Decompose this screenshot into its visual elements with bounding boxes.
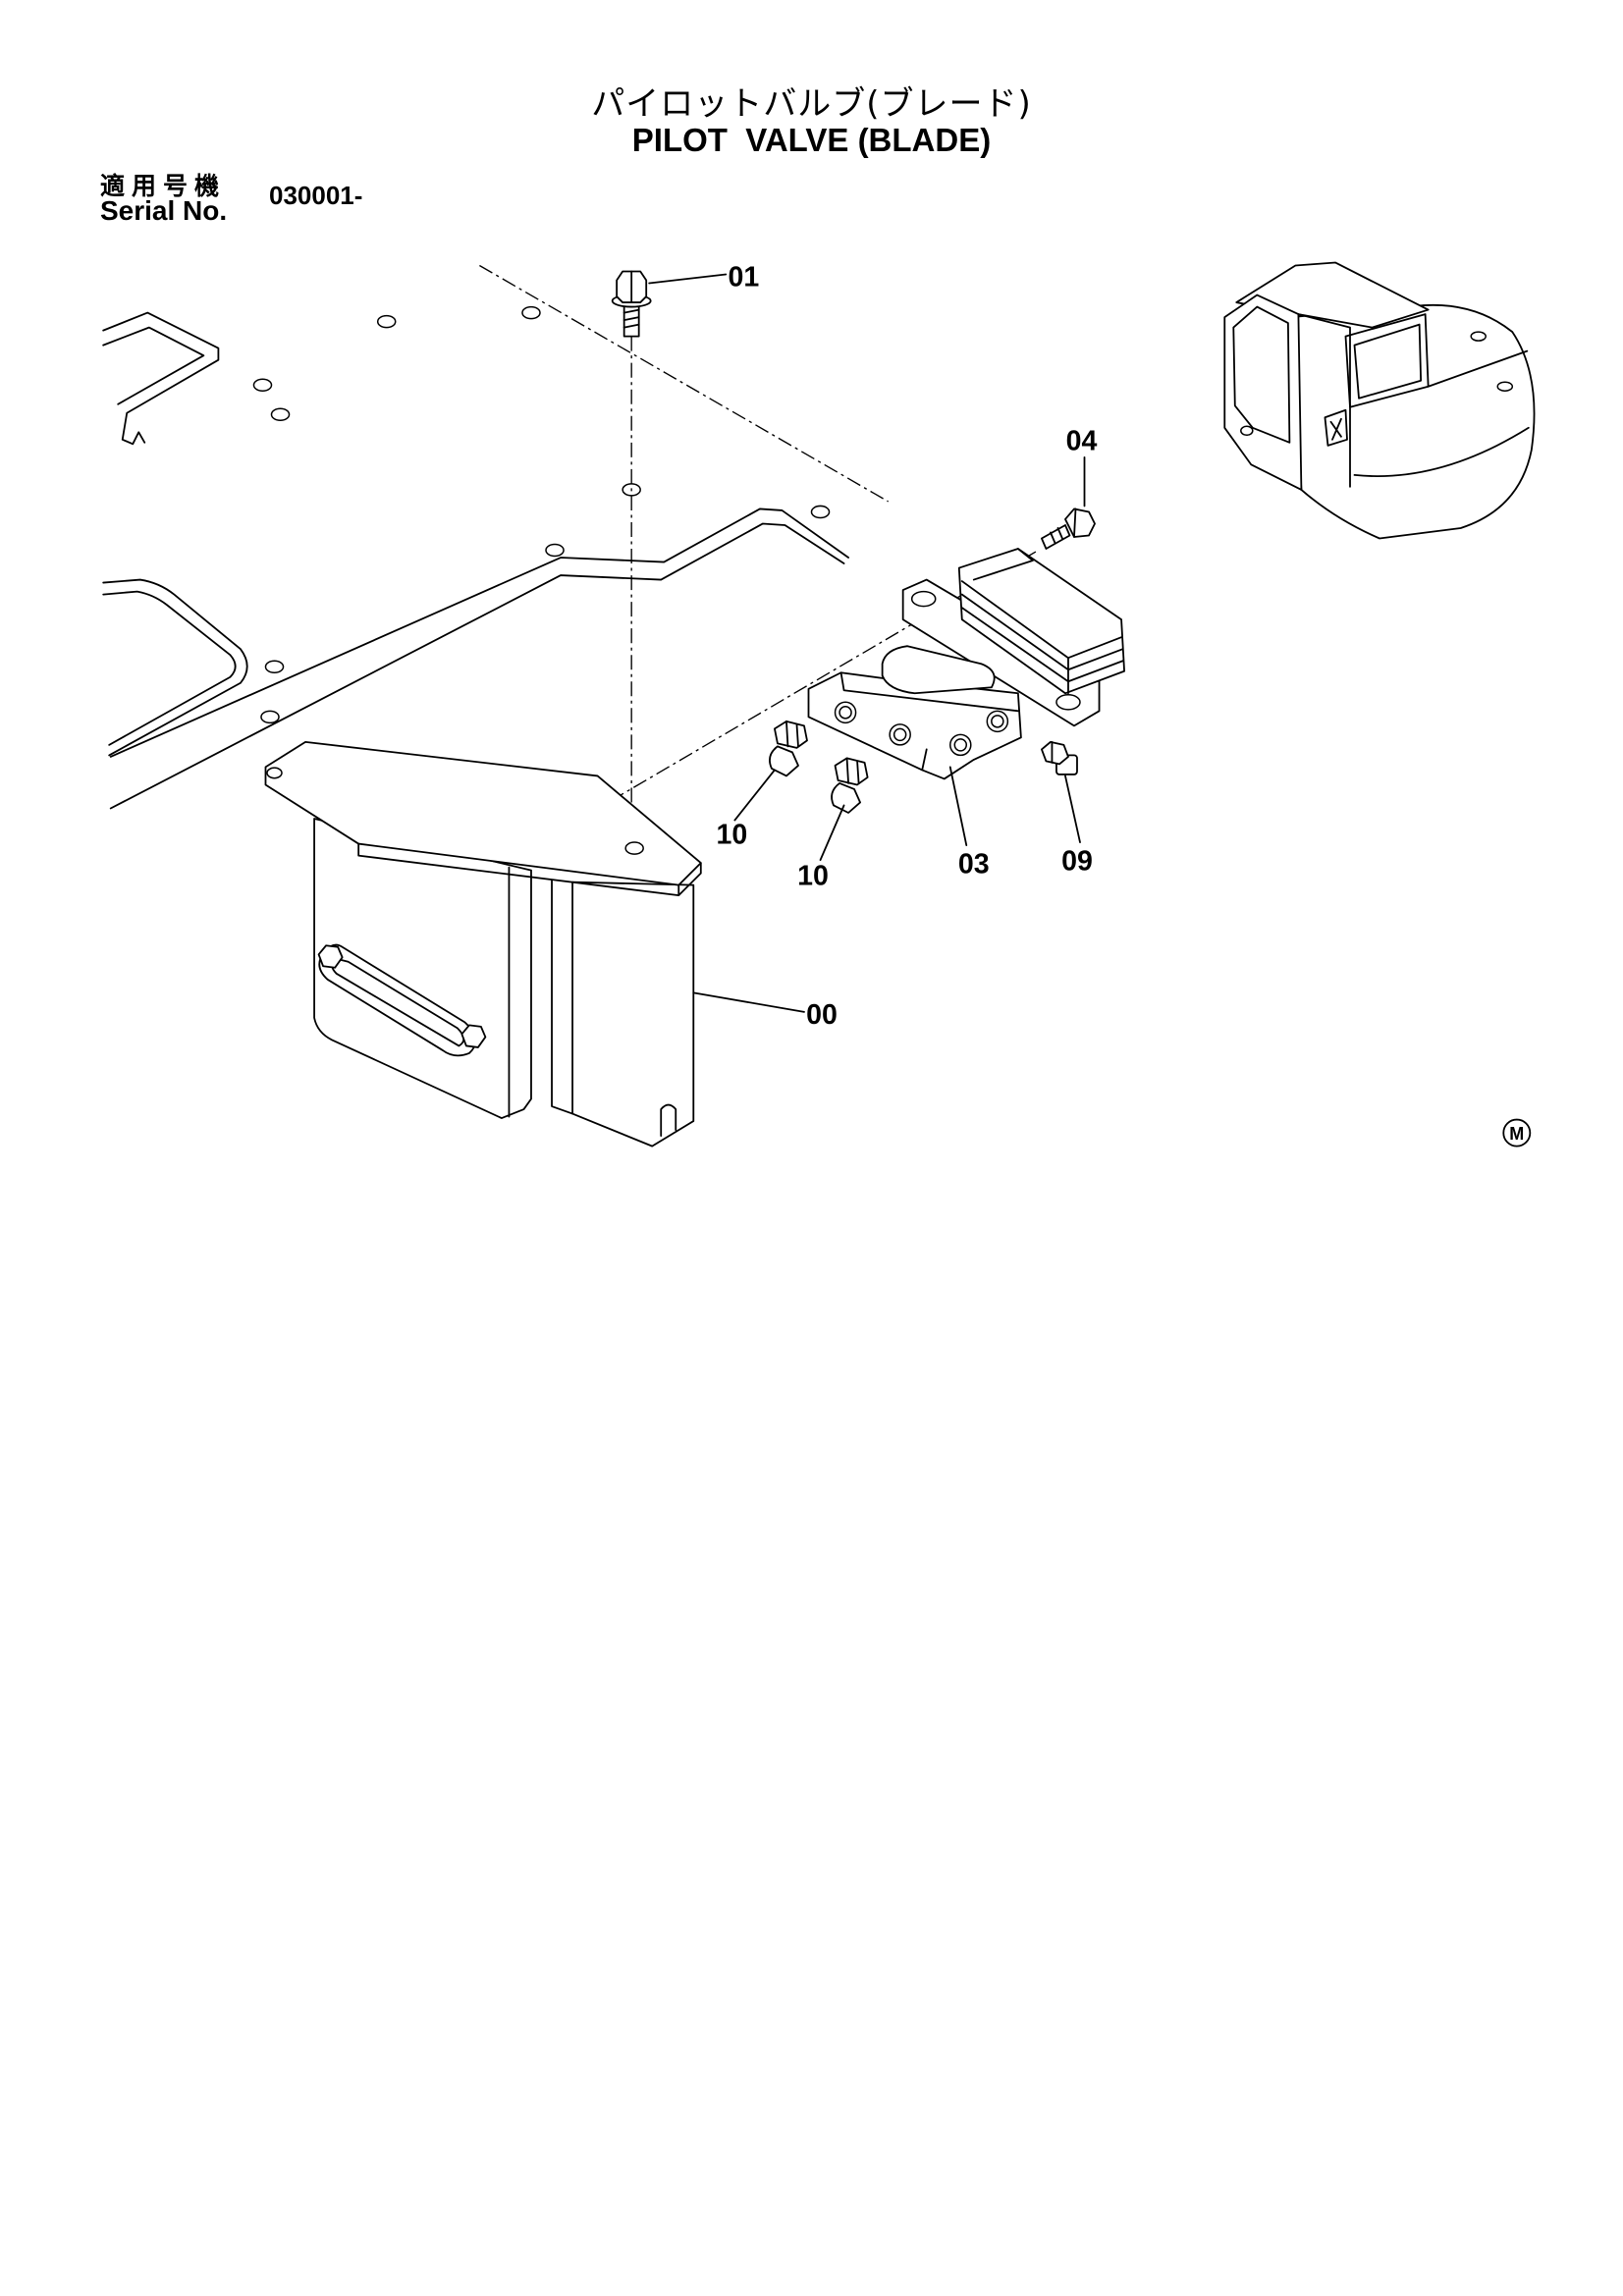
bracket-right-plate-edge [551, 880, 573, 1115]
bolt-01 [611, 270, 652, 338]
bolt-04 [1041, 507, 1096, 550]
callout-01: 01 [728, 262, 759, 294]
valve-flange [901, 578, 1101, 727]
valve-port-inner [953, 738, 968, 752]
floor-plate-edge-line [479, 264, 889, 503]
bolt-04-thread [1050, 527, 1063, 544]
excavator-hole [1240, 425, 1254, 437]
valve-body-edge [839, 671, 1019, 772]
fitting-10-lower [831, 757, 869, 814]
valve-port-inner [839, 706, 852, 720]
fitting-hex [774, 720, 808, 749]
leader-lines [648, 273, 1086, 1013]
fitting-hex-edge [845, 757, 860, 784]
fitting-09-hex [1041, 740, 1069, 766]
bracket-right-plate-notch [660, 1103, 677, 1138]
leader-line-10-upper [733, 769, 776, 822]
callouts: 01 04 10 10 03 09 00 [716, 262, 1097, 1031]
fitting-elbow [769, 745, 799, 777]
serial-label-english: Serial No. [100, 195, 228, 226]
nut [460, 1024, 487, 1048]
page-title-english: PILOT VALVE (BLADE) [631, 122, 992, 158]
floor-hole [810, 505, 831, 519]
leader-line-09 [1064, 774, 1081, 843]
valve-flange-hole [910, 590, 937, 608]
floor-step-edge [109, 507, 849, 758]
floor-plate [102, 264, 889, 810]
excavator-counterweight-line [1353, 426, 1530, 478]
callout-04: 04 [1066, 425, 1098, 456]
bolt-01-thread [622, 308, 640, 329]
top-left-bracket [102, 311, 220, 446]
bracket-hole [266, 767, 283, 779]
excavator-cab-pillar [1297, 313, 1351, 488]
bracket-top-plate [264, 740, 702, 886]
excavator-side-line [1427, 349, 1529, 388]
mounting-bracket [264, 740, 702, 1148]
fitting-hex-edge [785, 720, 799, 748]
callout-00: 00 [806, 999, 838, 1031]
excavator-cab-door-window [1232, 305, 1291, 444]
bracket-hole [624, 841, 644, 855]
excavator-hole [1496, 381, 1514, 392]
floor-hole [270, 407, 291, 422]
bolt-04-head-edge [1073, 507, 1077, 538]
callout-10-lower: 10 [797, 861, 829, 892]
excavator-hole [1470, 331, 1487, 342]
nut [317, 944, 344, 969]
floor-hole [376, 314, 397, 329]
floor-opening [102, 578, 248, 757]
page-title-japanese: パイロットバルブ(ブレード) [591, 84, 1032, 124]
excavator-cab-side-window-inner [1353, 323, 1423, 400]
pilot-valve [807, 548, 1125, 780]
callout-10-upper: 10 [716, 820, 747, 851]
floor-hole [264, 660, 285, 673]
callout-03: 03 [958, 849, 990, 881]
valve-flange-hole [1055, 694, 1081, 711]
serial-label-japanese: 適用号機 [100, 172, 227, 200]
floor-hole [545, 543, 565, 558]
mark-circle [1502, 1118, 1532, 1148]
callout-09: 09 [1061, 846, 1093, 878]
excavator-location-thumbnail [1223, 261, 1536, 540]
leader-line-10-lower [819, 804, 845, 861]
valve-port-inner [991, 715, 1004, 728]
fitting-10-upper [769, 720, 808, 777]
valve-boot-ribs [960, 548, 1124, 695]
floor-hole [252, 378, 273, 392]
leader-line-00 [692, 991, 805, 1013]
valve-lever [881, 645, 996, 695]
bracket-right-plate [571, 881, 695, 1148]
serial-number-value: 030001- [269, 181, 363, 210]
circled-m-mark: M [1502, 1118, 1532, 1148]
mark-letter: M [1509, 1124, 1524, 1144]
excavator-valve-location-marker [1324, 408, 1348, 447]
top-left-bracket-edge [102, 326, 205, 405]
leader-line-03 [948, 766, 968, 846]
fitting-hex [834, 757, 869, 786]
floor-step-edge-lower [109, 522, 845, 810]
bolt-04-shank [1041, 524, 1071, 550]
valve-port-inner [893, 727, 907, 742]
fitting-elbow [831, 782, 861, 814]
floor-hole [521, 305, 541, 320]
bolt-04-head [1064, 507, 1096, 538]
excavator-cab-front [1223, 294, 1303, 491]
leader-line-01 [648, 273, 728, 285]
floor-opening-inner [102, 590, 237, 746]
floor-hole [260, 710, 280, 724]
fitting-09 [1041, 740, 1078, 775]
bracket-top-plate-thickness [357, 842, 702, 897]
